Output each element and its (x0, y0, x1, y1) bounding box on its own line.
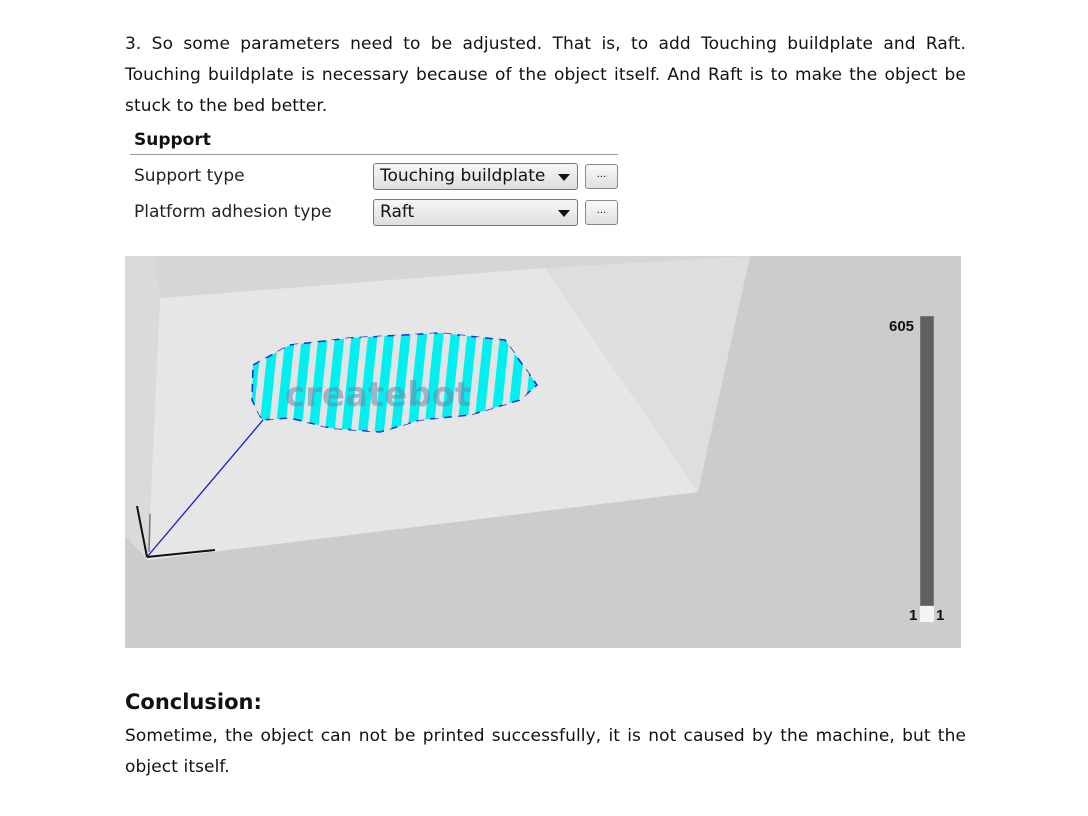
platform-adhesion-label: Platform adhesion type (134, 202, 332, 222)
layer-min-label: 1 (909, 607, 918, 624)
layer-slider-track[interactable] (920, 316, 934, 606)
platform-adhesion-value: Raft (380, 202, 415, 222)
createbot-logo: createbot (285, 375, 471, 415)
support-type-label: Support type (134, 166, 245, 186)
platform-adhesion-select[interactable]: Raft (373, 199, 578, 226)
raft-gap (317, 333, 336, 432)
travel-line (146, 419, 264, 558)
layer-slider-handle[interactable] (920, 606, 934, 622)
3d-layer-viewport[interactable]: createbot 605 1 1 (125, 256, 961, 648)
y-axis (148, 513, 151, 553)
raft-gap (432, 333, 452, 432)
left-wall (125, 256, 160, 560)
chevron-down-icon (558, 210, 570, 217)
raft-gap (300, 333, 320, 432)
raft-gap (350, 333, 369, 432)
support-settings-panel: Support Support type Touching buildplate… (130, 128, 618, 232)
step-paragraph: 3. So some parameters need to be adjuste… (125, 34, 966, 116)
support-type-select[interactable]: Touching buildplate (373, 163, 578, 190)
conclusion-text: Sometime, the object can not be printed … (125, 726, 966, 777)
raft-gap (399, 333, 419, 432)
divider (130, 154, 618, 155)
layer-current-label: 1 (936, 607, 945, 624)
scene: createbot (125, 256, 750, 560)
support-type-options-button[interactable]: ... (585, 164, 618, 189)
raft-gap (366, 333, 386, 432)
chevron-down-icon (558, 174, 570, 181)
raft-gap (449, 333, 468, 432)
support-type-value: Touching buildplate (380, 166, 546, 186)
right-wall (545, 256, 750, 492)
z-axis (136, 505, 148, 558)
x-axis (146, 549, 216, 558)
raft-gap (383, 333, 402, 432)
conclusion-heading: Conclusion: (125, 690, 262, 714)
section-header: Support (134, 130, 211, 150)
raft-gap (333, 333, 353, 432)
raft-gap (416, 333, 435, 432)
raft-gap (284, 333, 303, 432)
layer-max-label: 605 (889, 318, 915, 335)
platform-adhesion-options-button[interactable]: ... (585, 200, 618, 225)
raft-gap (267, 333, 287, 432)
raft-gap (465, 333, 485, 432)
back-wall (155, 256, 750, 298)
